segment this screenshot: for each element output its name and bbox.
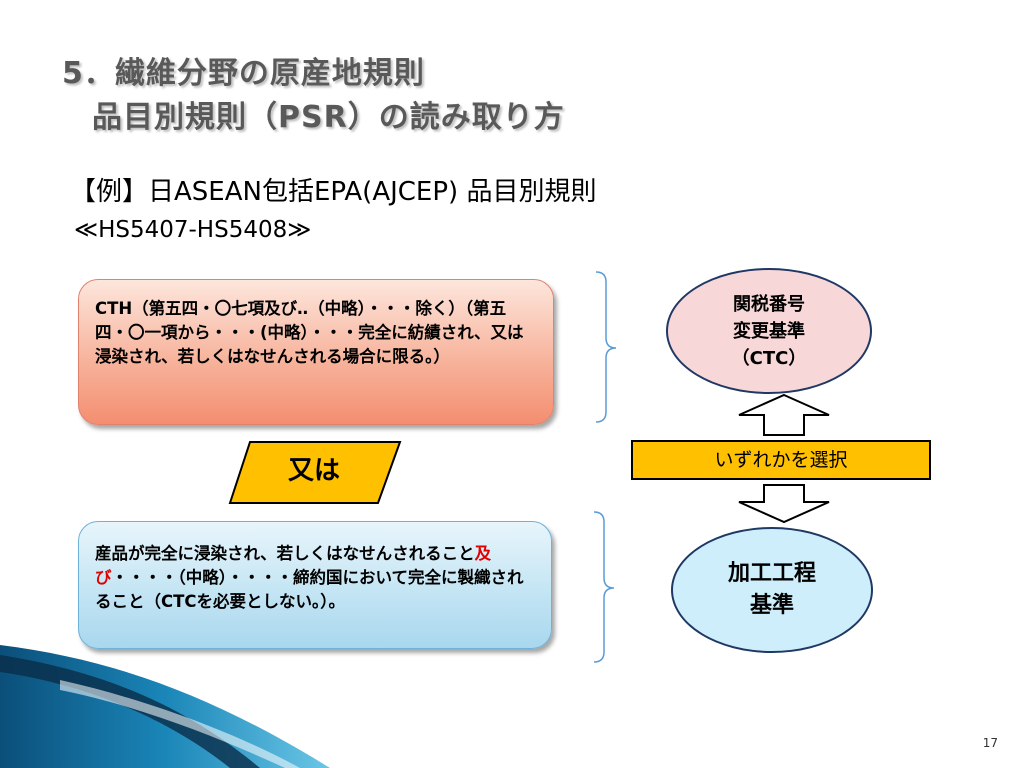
hs-range: ≪HS5407-HS5408≫ <box>74 217 312 243</box>
or-parallelogram <box>228 441 402 504</box>
page-title: 5．繊維分野の原産地規則 品目別規則（PSR）の読み取り方 <box>62 52 565 140</box>
process-rule-box: 産品が完全に浸染され、若しくはなせんされること及び・・・・（中略）・・・・締約国… <box>78 521 552 649</box>
arrow-up <box>738 393 830 436</box>
bracket-upper <box>595 271 617 423</box>
process-criterion-ellipse: 加工工程 基準 <box>671 527 873 653</box>
process-criterion-label: 加工工程 基準 <box>727 561 816 618</box>
example-heading-line-1: 【例】日ASEAN包括EPA(AJCEP) 品目別規則 <box>70 177 597 207</box>
arrow-down <box>738 484 830 524</box>
example-heading: 【例】日ASEAN包括EPA(AJCEP) 品目別規則 ≪HS5407-HS54… <box>70 173 596 249</box>
ctc-criterion-ellipse: 関税番号 変更基準 （CTC） <box>666 268 872 394</box>
cth-rule-box: CTH（第五四・〇七項及び‥（中略）・・・除く）（第五四・〇一項から・・・(中略… <box>78 279 554 425</box>
title-line-1: 5．繊維分野の原産地規則 <box>62 56 425 91</box>
ctc-criterion-label: 関税番号 変更基準 （CTC） <box>731 293 807 369</box>
process-rule-emphasis: 及び <box>95 544 492 587</box>
choose-either-box: いずれかを選択 <box>631 440 931 480</box>
cth-rule-text: CTH（第五四・〇七項及び‥（中略）・・・除く）（第五四・〇一項から・・・(中略… <box>95 299 524 366</box>
bracket-lower <box>593 511 615 663</box>
process-rule-text-part1: 産品が完全に浸染され、若しくはなせんされること <box>95 544 475 563</box>
or-label: 又は <box>287 456 340 486</box>
process-rule-text-part2: ・・・・（中略）・・・・締約国において完全に製織されること（CTCを必要としない… <box>95 568 524 611</box>
page-number: 17 <box>982 736 998 750</box>
process-rule-text: 産品が完全に浸染され、若しくはなせんされること及び・・・・（中略）・・・・締約国… <box>95 542 535 614</box>
title-line-2: 品目別規則（PSR）の読み取り方 <box>92 100 565 135</box>
